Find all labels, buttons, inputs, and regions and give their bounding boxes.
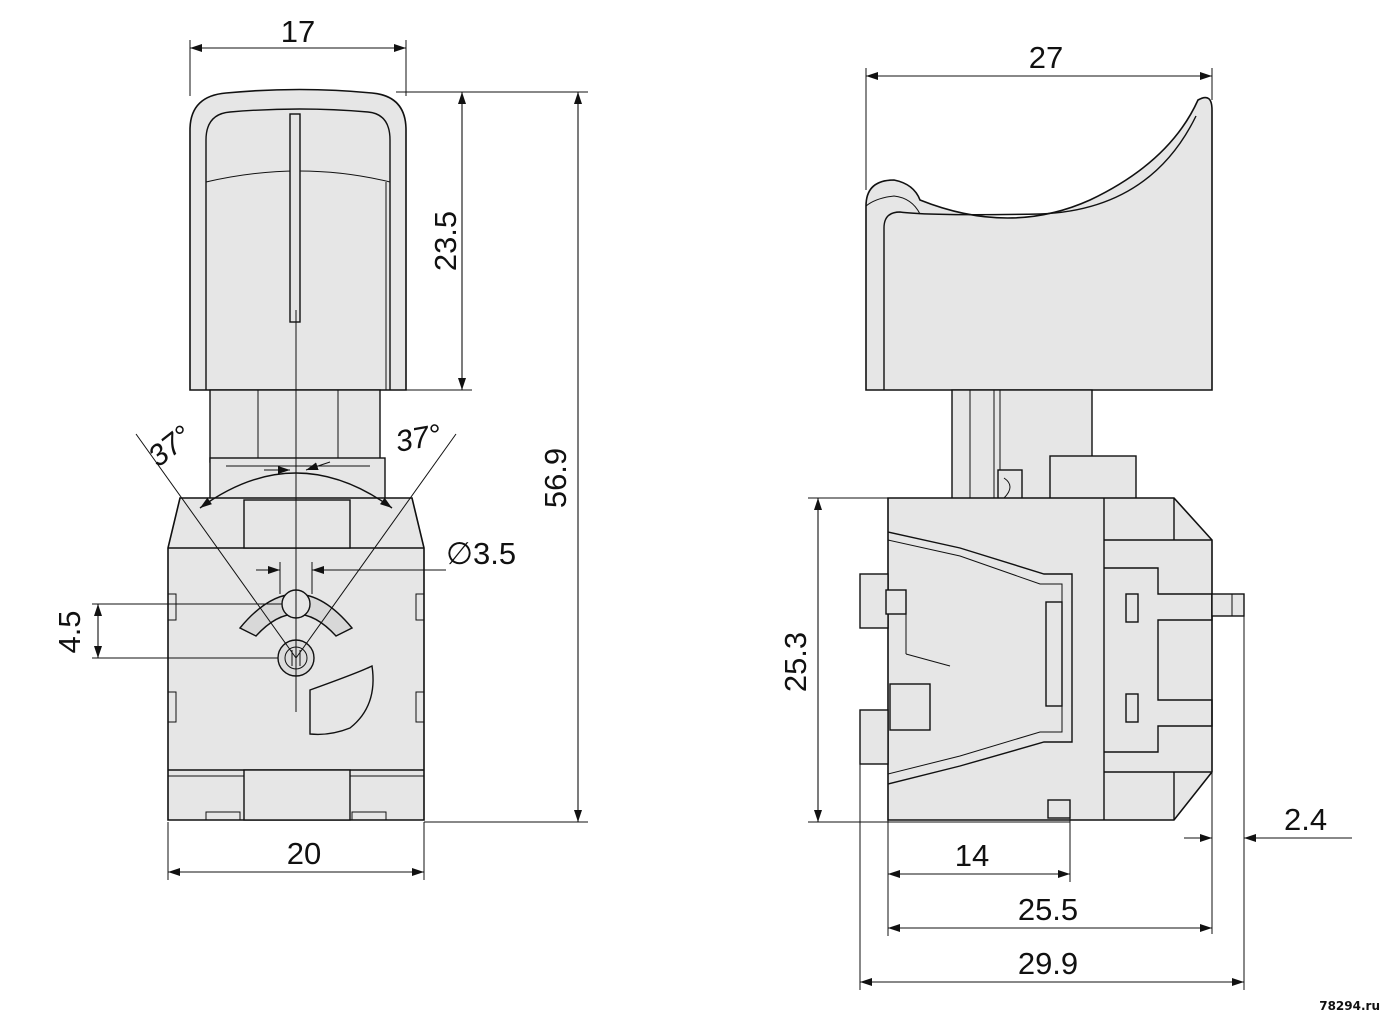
dim-front-trigger-height: 23.5 — [396, 91, 588, 391]
front-stem — [209, 389, 386, 501]
dim-3-5-label: ∅3.5 — [446, 536, 516, 571]
dim-4-5-label: 4.5 — [52, 610, 87, 653]
dim-side-trigger-width: 27 — [865, 40, 1213, 190]
angle-left-label: 37° — [142, 420, 198, 474]
dim-side-29-9: 29.9 — [859, 764, 1244, 990]
angle-right-label: 37° — [393, 418, 443, 458]
dim-20-label: 20 — [287, 836, 321, 871]
dim-front-body-width: 20 — [167, 822, 425, 880]
front-view: 17 23.5 56.9 37° 37° ∅3.5 — [52, 14, 588, 880]
dim-side-14: 14 — [887, 818, 1071, 936]
side-body — [859, 497, 1245, 821]
dim-14-label: 14 — [955, 838, 989, 873]
dim-2-4-label: 2.4 — [1284, 802, 1327, 837]
front-trigger — [189, 88, 407, 391]
dim-25-3-label: 25.3 — [778, 632, 813, 692]
dim-slot-offset: 4.5 — [52, 603, 282, 659]
dim-pin-length: 2.4 — [1184, 616, 1352, 990]
side-view: 27 25.3 2.4 14 25.5 — [778, 40, 1352, 990]
dim-front-width-top: 17 — [189, 14, 407, 96]
dim-56-9-label: 56.9 — [538, 448, 573, 508]
watermark: 78294.ru — [1319, 999, 1380, 1013]
dim-front-total-height: 56.9 — [424, 92, 588, 823]
dim-23-5-label: 23.5 — [428, 211, 463, 271]
dim-27-label: 27 — [1029, 40, 1063, 75]
dim-side-25-5: 25.5 — [888, 892, 1212, 932]
dim-25-5-label: 25.5 — [1018, 892, 1078, 927]
side-stem — [951, 389, 1137, 505]
dim-17-label: 17 — [281, 14, 315, 49]
dim-side-body-height: 25.3 — [778, 497, 1070, 823]
side-trigger — [865, 96, 1213, 391]
dim-29-9-label: 29.9 — [1018, 946, 1078, 981]
dim-hole-diameter: ∅3.5 — [256, 536, 516, 594]
